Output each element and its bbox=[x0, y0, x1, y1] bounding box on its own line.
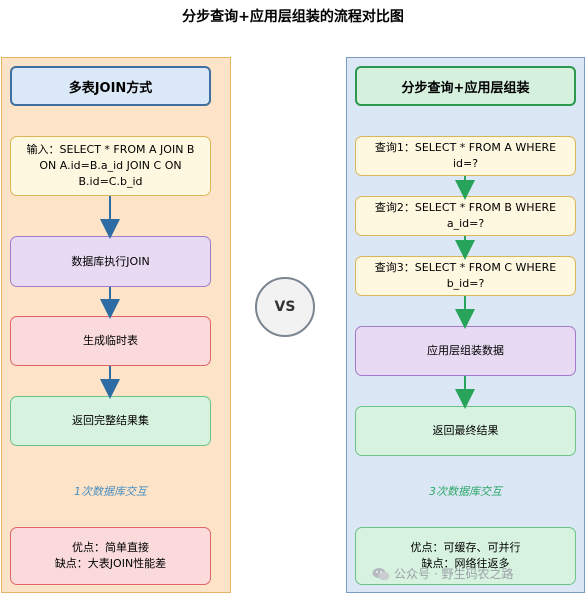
app-assemble-node: 应用层组装数据 bbox=[355, 326, 576, 376]
temp-table-label: 生成临时表 bbox=[83, 334, 138, 347]
query2-node: 查询2：SELECT * FROM B WHERE a_id=? bbox=[355, 196, 576, 236]
join-interaction-note: 1次数据库交互 bbox=[74, 485, 147, 498]
join-input-text: 输入：SELECT * FROM A JOIN B ON A.id=B.a_id… bbox=[26, 143, 195, 188]
join-input-node: 输入：SELECT * FROM A JOIN B ON A.id=B.a_id… bbox=[10, 136, 211, 196]
stepwise-cons: 缺点：网络往返多 bbox=[421, 557, 510, 570]
join-header-label: 多表JOIN方式 bbox=[68, 80, 153, 96]
final-result-node: 返回最终结果 bbox=[355, 406, 576, 456]
query2-text: 查询2：SELECT * FROM B WHERE a_id=? bbox=[374, 201, 557, 230]
stepwise-header: 分步查询+应用层组装 bbox=[355, 66, 576, 106]
stepwise-pros-cons-node: 优点：可缓存、可并行 缺点：网络往返多 bbox=[355, 527, 576, 585]
vs-badge: VS bbox=[255, 277, 315, 337]
stepwise-header-label: 分步查询+应用层组装 bbox=[401, 80, 530, 96]
join-header: 多表JOIN方式 bbox=[10, 66, 211, 106]
watermark-text: 公众号 · 野生码农之路 bbox=[394, 567, 514, 581]
query1-node: 查询1：SELECT * FROM A WHERE id=? bbox=[355, 136, 576, 176]
join-cons: 缺点：大表JOIN性能差 bbox=[54, 557, 167, 570]
app-assemble-label: 应用层组装数据 bbox=[427, 344, 504, 357]
final-result-label: 返回最终结果 bbox=[432, 424, 499, 437]
join-pros: 优点：简单直接 bbox=[72, 541, 149, 554]
stepwise-interaction-note: 3次数据库交互 bbox=[429, 485, 502, 498]
join-pros-cons-node: 优点：简单直接 缺点：大表JOIN性能差 bbox=[10, 527, 211, 585]
stepwise-pros: 优点：可缓存、可并行 bbox=[410, 541, 521, 554]
watermark: 公众号 · 野生码农之路 bbox=[372, 565, 513, 582]
query3-text: 查询3：SELECT * FROM C WHERE b_id=? bbox=[374, 261, 557, 290]
db-execute-join-label: 数据库执行JOIN bbox=[71, 254, 150, 268]
query1-text: 查询1：SELECT * FROM A WHERE id=? bbox=[374, 141, 557, 170]
vs-label: VS bbox=[274, 299, 296, 315]
wechat-icon bbox=[372, 567, 390, 580]
page-title: 分步查询+应用层组装的流程对比图 bbox=[182, 9, 404, 25]
full-result-label: 返回完整结果集 bbox=[72, 414, 149, 427]
